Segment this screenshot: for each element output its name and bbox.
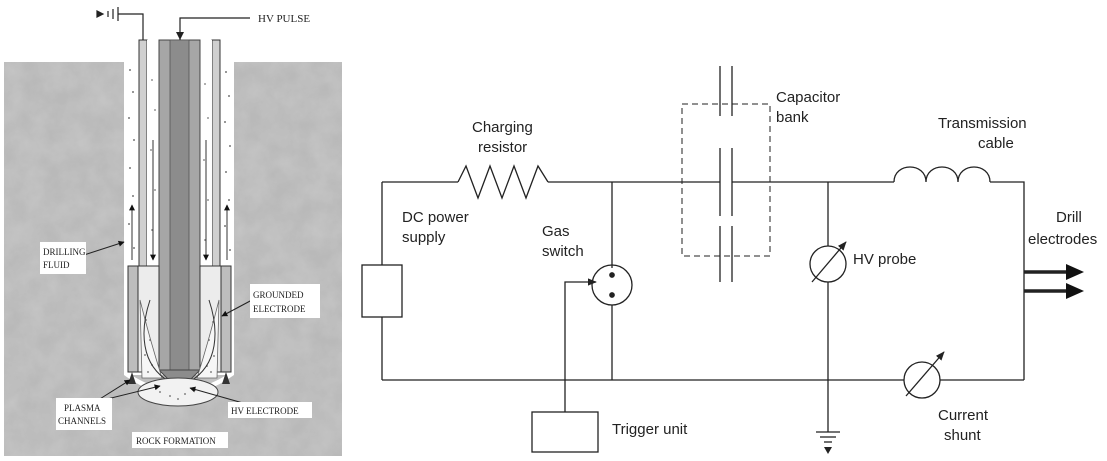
hv-pulse-label: HV PULSE <box>258 13 310 25</box>
charging-resistor-label-1: Charging <box>472 119 533 136</box>
pulse-circuit <box>361 66 1084 454</box>
flow-arrows <box>129 140 230 261</box>
plasma-channels-label-2: CHANNELS <box>58 416 106 426</box>
grounded-electrode-label-1: GROUNDED <box>253 290 304 300</box>
charging-resistor <box>457 164 549 200</box>
capacitor-bank-label-1: Capacitor <box>776 89 840 106</box>
trigger-unit-label: Trigger unit <box>612 421 688 438</box>
current-shunt-label-2: shunt <box>944 427 982 444</box>
rock-formation-label: ROCK FORMATION <box>136 436 216 446</box>
current-shunt-label-1: Current <box>938 407 989 424</box>
drilling-fluid-dots <box>128 69 231 251</box>
dc-power-supply-box <box>361 264 403 318</box>
trigger-line <box>564 278 597 412</box>
hv-probe-label: HV probe <box>853 251 916 268</box>
capacitor-bank-box <box>681 103 771 257</box>
grounded-electrode-label-2: ELECTRODE <box>253 304 306 314</box>
dc-power-label-2: supply <box>402 229 446 246</box>
transmission-cable-inductor <box>893 166 991 183</box>
transmission-cable-label-1: Transmission <box>938 115 1027 132</box>
charging-resistor-label-2: resistor <box>478 139 527 156</box>
gas-switch-label-1: Gas <box>542 223 570 240</box>
gas-switch-label-2: switch <box>542 243 584 260</box>
drill-electrodes-label-2: electrodes <box>1028 231 1097 248</box>
drilling-fluid-label-2: FLUID <box>43 260 70 270</box>
plasma-channels-label-1: PLASMA <box>64 403 101 413</box>
drill-electrodes-label-1: Drill <box>1056 209 1082 226</box>
gas-switch <box>591 264 633 306</box>
hv-electrode-label: HV ELECTRODE <box>231 406 299 416</box>
drilling-fluid-label-1: DRILLING <box>43 247 86 257</box>
top-connections <box>96 7 250 40</box>
wire-right <box>990 181 1025 380</box>
outer-tube-left <box>138 39 148 277</box>
drill-bit-illustration: HV PULSE DRILLING FLUID GROUNDED ELECTRO… <box>4 7 342 456</box>
outer-tube-right <box>211 39 221 277</box>
transmission-cable-label-2: cable <box>978 135 1014 152</box>
dc-power-label-1: DC power <box>402 209 469 226</box>
trigger-unit-box <box>531 411 599 453</box>
capacitor-bank-label-2: bank <box>776 109 809 126</box>
